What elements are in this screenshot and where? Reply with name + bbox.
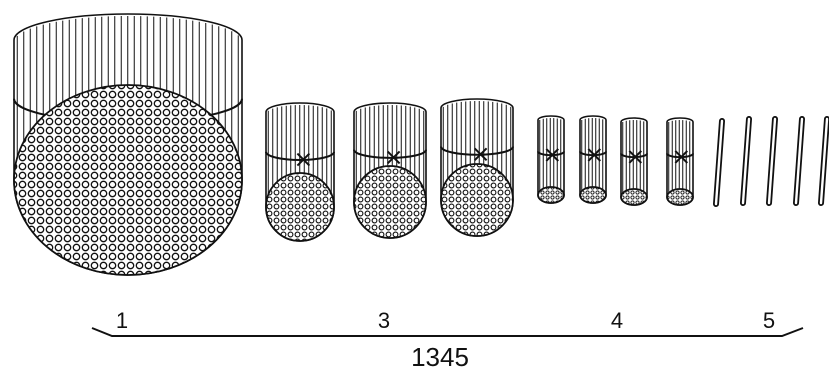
bundle-3c — [441, 99, 513, 236]
bundle-4b — [580, 116, 606, 203]
bundle-3c-end-face — [441, 164, 513, 236]
single-sticks — [716, 119, 827, 204]
label-group-4: 4 — [611, 308, 623, 333]
bundle-4a — [538, 116, 564, 203]
bundle-1 — [14, 14, 242, 275]
stick-5a — [716, 121, 722, 204]
label-group-3: 3 — [378, 308, 390, 333]
grouping-bracket — [92, 328, 803, 336]
stick-5c — [769, 119, 775, 203]
bundle-4d — [667, 118, 693, 205]
stick-5e — [821, 119, 827, 203]
bundle-4c-end-face — [621, 189, 647, 205]
bundle-4a-end-face — [538, 187, 564, 203]
bundle-4d-end-face — [667, 189, 693, 205]
label-group-1: 1 — [116, 308, 128, 333]
bundle-3a-end-face — [266, 173, 334, 241]
stick-5b — [743, 119, 749, 203]
large-bundle — [14, 14, 242, 275]
bundle-3b-end-face — [354, 166, 426, 238]
total-label: 1345 — [411, 342, 469, 370]
bundle-3a — [266, 103, 334, 241]
bundle-3b — [354, 103, 426, 238]
stick-5d — [796, 119, 802, 203]
medium-bundles — [266, 99, 513, 241]
small-bundles — [538, 116, 693, 205]
bundle-4c — [621, 118, 647, 205]
bundle-4b-end-face — [580, 187, 606, 203]
label-group-5: 5 — [763, 308, 775, 333]
bundle-1-end-face — [14, 85, 242, 275]
